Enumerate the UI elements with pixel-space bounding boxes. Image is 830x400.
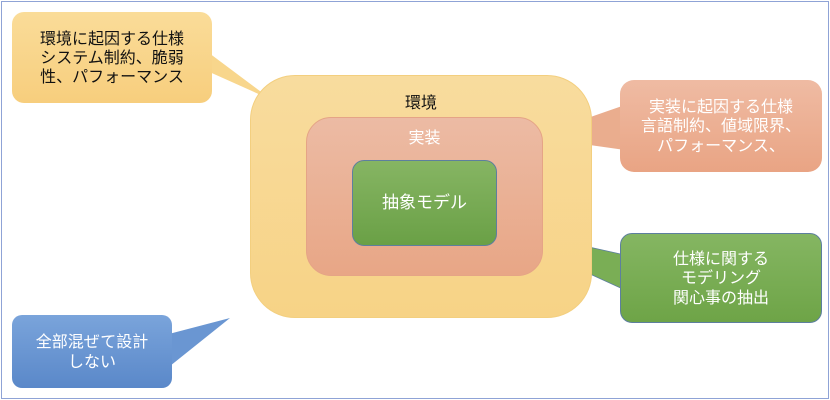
callout-line: システム制約、脆弱 <box>40 47 184 67</box>
tail-no-mixing <box>165 318 230 370</box>
callout-line: 性、パフォーマンス <box>40 67 184 87</box>
tail-environment-spec <box>205 50 272 100</box>
callout-no-mixing: 全部混ぜて設計 しない <box>12 315 172 388</box>
callout-line: 全部混ぜて設計 <box>35 332 149 352</box>
callout-line: パフォーマンス、 <box>657 135 785 155</box>
callout-line: 関心事の抽出 <box>672 287 769 307</box>
callout-line: 仕様に関する <box>672 249 769 269</box>
callout-modeling-concern: 仕様に関する モデリング 関心事の抽出 <box>620 233 822 323</box>
callout-line: 言語制約、値域限界、 <box>640 116 801 136</box>
callout-line: しない <box>67 351 116 371</box>
abstract-model-box: 抽象モデル <box>352 160 497 246</box>
model-label: 抽象モデル <box>382 192 467 213</box>
callout-line: 環境に起因する仕様 <box>39 28 184 48</box>
environment-label: 環境 <box>404 93 437 112</box>
callout-implementation-spec: 実装に起因する仕様 言語制約、値域限界、 パフォーマンス、 <box>620 80 822 172</box>
callout-line: モデリング <box>680 268 761 288</box>
callout-environment-spec: 環境に起因する仕様 システム制約、脆弱 性、パフォーマンス <box>12 12 212 103</box>
implementation-label: 実装 <box>408 128 441 147</box>
callout-line: 実装に起因する仕様 <box>648 97 793 117</box>
